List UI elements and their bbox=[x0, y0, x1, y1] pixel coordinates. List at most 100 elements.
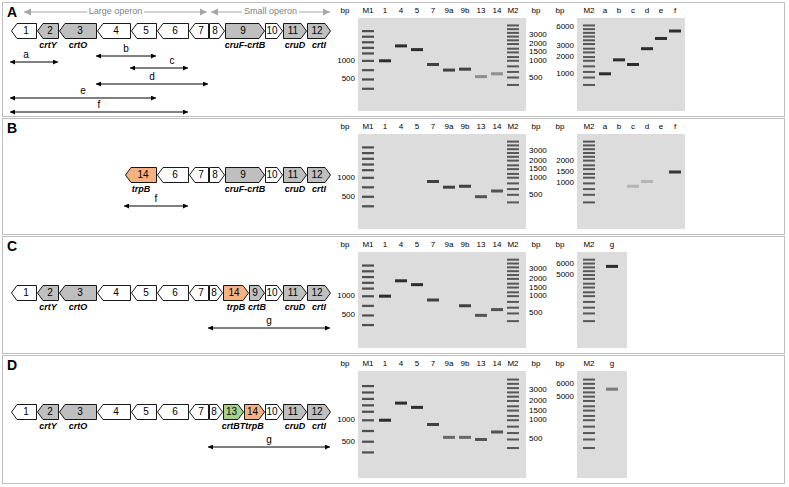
gene-number: 10 bbox=[266, 170, 277, 180]
gene-number: 4 bbox=[113, 288, 119, 298]
gene-arrow: 5 bbox=[131, 404, 157, 420]
ladder-band bbox=[583, 201, 595, 203]
ladder-band bbox=[362, 163, 374, 165]
gel-band bbox=[459, 304, 471, 307]
gel-label: f bbox=[674, 7, 676, 15]
gel-label: 5 bbox=[415, 241, 419, 249]
ladder-band bbox=[362, 169, 374, 171]
gene-arrow: 2crtY bbox=[37, 404, 59, 420]
gel-label: 3000 bbox=[556, 42, 574, 50]
gel-label: 2000 bbox=[529, 275, 547, 283]
gel-label: 7 bbox=[431, 360, 435, 368]
gene-name: cruD bbox=[285, 422, 306, 431]
ladder-band bbox=[507, 283, 519, 285]
gene-arrow: 4 bbox=[97, 285, 131, 301]
gel-label: 3000 bbox=[529, 31, 547, 39]
gene-arrow: 8 bbox=[209, 167, 225, 183]
gel-label: 9b bbox=[461, 123, 470, 131]
gene-number: 9 bbox=[252, 288, 258, 298]
gel-label: bp bbox=[341, 123, 350, 131]
gel-label: 1500 bbox=[529, 48, 547, 56]
ladder-band bbox=[583, 48, 595, 50]
ladder-band bbox=[583, 301, 595, 303]
gene-shape bbox=[12, 286, 37, 301]
gene-shape bbox=[284, 168, 307, 183]
gel-label: bp bbox=[556, 360, 565, 368]
gel-band bbox=[491, 308, 503, 311]
gene-shape bbox=[308, 24, 331, 39]
gel-label: 1 bbox=[383, 123, 387, 131]
gene-name: crtI bbox=[312, 185, 326, 194]
gene-name: crtY bbox=[39, 422, 57, 431]
gene-shape bbox=[98, 405, 131, 420]
ladder-band bbox=[507, 320, 519, 322]
gel-label: 1000 bbox=[337, 57, 355, 65]
ladder-band bbox=[362, 69, 374, 71]
gel-band bbox=[379, 419, 391, 422]
ladder-band bbox=[507, 396, 519, 398]
ladder-band bbox=[362, 60, 374, 62]
gel-band bbox=[627, 63, 639, 66]
gene-arrow: 5 bbox=[131, 23, 157, 39]
gene-arrow: 14trpB bbox=[125, 167, 157, 183]
gel-band bbox=[606, 265, 618, 268]
gene-number: 10 bbox=[266, 26, 277, 36]
ladder-band bbox=[583, 39, 595, 41]
ladder-band bbox=[583, 270, 595, 272]
gene-shape bbox=[158, 168, 189, 183]
gel-label: 6000 bbox=[556, 380, 574, 388]
gel-label: 1000 bbox=[529, 292, 547, 300]
ladder-band bbox=[507, 400, 519, 402]
gel-label: M1 bbox=[362, 360, 373, 368]
ladder-band bbox=[583, 400, 595, 402]
gene-shape bbox=[266, 24, 283, 39]
ladder-band bbox=[583, 278, 595, 280]
gel-label: 2000 bbox=[529, 397, 547, 405]
ladder-band bbox=[583, 320, 595, 322]
ladder-band bbox=[583, 410, 595, 412]
ladder-band bbox=[583, 405, 595, 407]
gene-number: 5 bbox=[143, 26, 149, 36]
gene-arrow: 1 bbox=[11, 404, 37, 420]
ladder-band bbox=[583, 141, 595, 143]
range-arrow bbox=[208, 447, 330, 448]
ladder-band bbox=[507, 432, 519, 434]
ladder-band bbox=[507, 391, 519, 393]
gel-label: 14 bbox=[493, 241, 502, 249]
range-letter: b bbox=[123, 44, 129, 54]
gel-image bbox=[577, 371, 627, 478]
ladder-band bbox=[583, 182, 595, 184]
gel-label: bp bbox=[341, 241, 350, 249]
gel-band bbox=[641, 180, 653, 183]
ladder-band bbox=[507, 383, 519, 385]
gene-number: 4 bbox=[113, 407, 119, 417]
gel-band bbox=[627, 185, 639, 188]
gene-arrow: 6 bbox=[157, 404, 189, 420]
ladder-band bbox=[583, 432, 595, 434]
gel-label: 500 bbox=[342, 311, 355, 319]
gel-label: 1000 bbox=[337, 292, 355, 300]
ladder-band bbox=[507, 182, 519, 184]
gel-label: 3000 bbox=[529, 265, 547, 273]
ladder-band bbox=[583, 84, 595, 86]
panel-letter: A bbox=[7, 5, 17, 19]
gel-label: 1000 bbox=[529, 174, 547, 182]
ladder-band bbox=[362, 419, 374, 421]
range-letter: g bbox=[266, 435, 272, 445]
range-arrow bbox=[124, 206, 188, 207]
gene-arrow: 12crtI bbox=[307, 285, 331, 301]
gene-shape bbox=[266, 405, 283, 420]
ladder-band bbox=[507, 43, 519, 45]
gene-shape bbox=[210, 24, 225, 39]
gel-label: M2 bbox=[507, 7, 518, 15]
gene-shape bbox=[98, 24, 131, 39]
gene-arrow: 1 bbox=[11, 285, 37, 301]
gel-band bbox=[427, 299, 439, 302]
gel-label: 9b bbox=[461, 360, 470, 368]
range-arrow bbox=[96, 56, 156, 57]
gene-shape bbox=[158, 286, 189, 301]
ladder-band bbox=[583, 173, 595, 175]
gene-arrow: 3crtO bbox=[59, 404, 97, 420]
ladder-band bbox=[507, 405, 519, 407]
